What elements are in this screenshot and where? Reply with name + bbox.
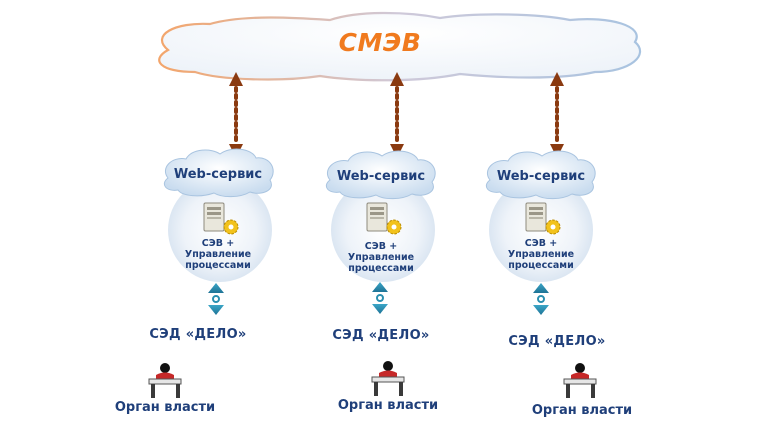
server-icon <box>366 202 402 235</box>
server-line-2: Управление <box>507 249 575 260</box>
teal-arrow-down <box>372 304 388 314</box>
dotted-arrow-3 <box>550 72 564 158</box>
dotted-arrow-2 <box>390 72 404 158</box>
server-line-3: процессами <box>348 263 414 274</box>
web-service-label-3: Web-сервис <box>496 169 586 184</box>
column-2 <box>325 150 436 396</box>
web-service-cloud <box>325 150 436 200</box>
sed-label-2: СЭД «ДЕЛО» <box>332 328 430 343</box>
official-icon <box>371 361 405 396</box>
sed-label-3: СЭД «ДЕЛО» <box>508 334 606 349</box>
server-line-1: СЭВ + <box>364 241 398 252</box>
server-label-3: СЭВ + Управление процессами <box>476 238 606 271</box>
teal-arrow-up <box>533 283 549 293</box>
column-1 <box>148 148 274 398</box>
sed-label-1: СЭД «ДЕЛО» <box>149 327 247 342</box>
server-label-1: СЭВ + Управление процессами <box>153 238 283 271</box>
server-line-2: Управление <box>347 252 415 263</box>
smev-cloud <box>158 11 642 82</box>
smev-title: СМЭВ <box>338 28 422 57</box>
server-label-2: СЭВ + Управление процессами <box>316 241 446 274</box>
authority-label-3: Орган власти <box>531 403 633 418</box>
server-line-3: процессами <box>508 260 574 271</box>
dotted-arrow-1 <box>229 72 243 158</box>
server-line-1: СЭВ + <box>524 238 558 249</box>
web-service-label-2: Web-сервис <box>336 169 426 184</box>
server-line-1: СЭВ + <box>201 238 235 249</box>
official-icon <box>563 363 597 398</box>
teal-arrow-down <box>208 305 224 315</box>
server-icon <box>203 202 239 235</box>
web-service-label-1: Web-сервис <box>173 167 263 182</box>
server-icon <box>525 202 561 235</box>
web-service-cloud <box>163 148 274 198</box>
teal-arrow-down <box>533 305 549 315</box>
server-line-3: процессами <box>185 260 251 271</box>
column-3 <box>485 150 597 398</box>
teal-arrow-up <box>372 282 388 292</box>
official-icon <box>148 363 182 398</box>
authority-label-2: Орган власти <box>337 398 439 413</box>
authority-label-1: Орган власти <box>114 400 216 415</box>
teal-arrow-up <box>208 283 224 293</box>
web-service-cloud <box>485 150 596 200</box>
server-line-2: Управление <box>184 249 252 260</box>
